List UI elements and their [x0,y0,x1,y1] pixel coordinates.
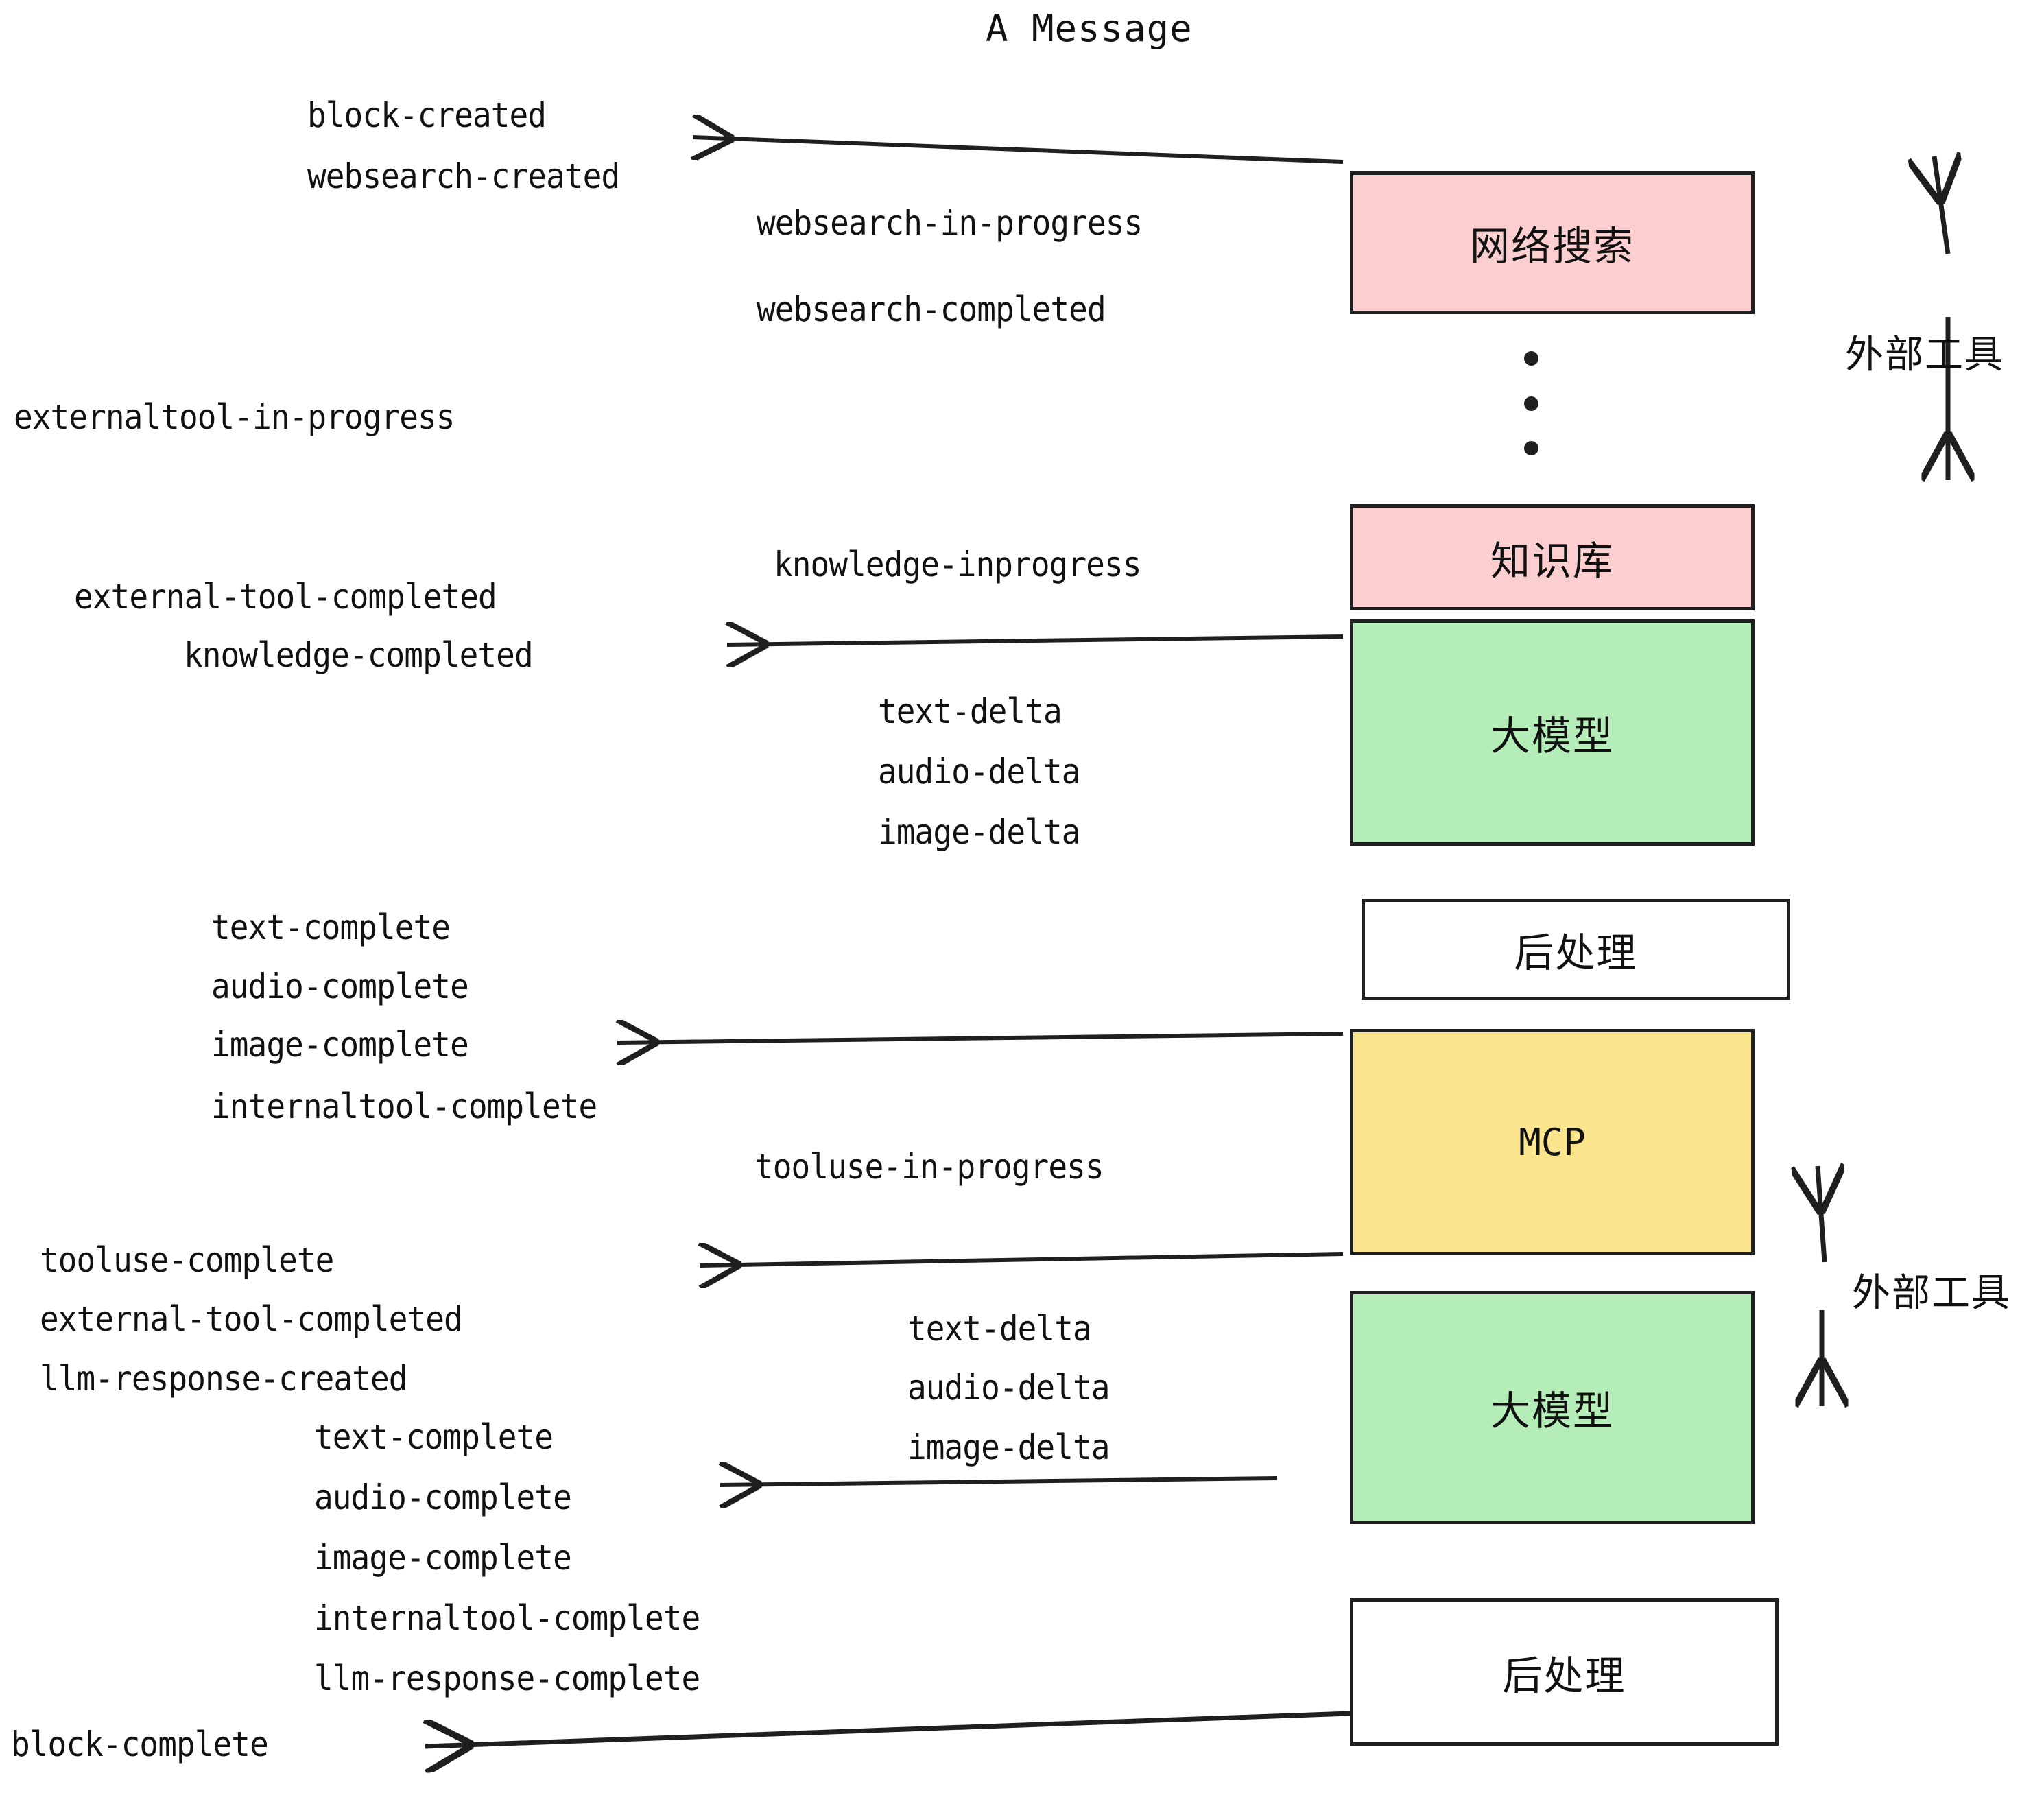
event-audio-complete-1: audio-complete [211,966,469,1006]
arrow-postprocess-to-imagecomplete [617,1034,1344,1043]
arrow-postprocess-to-blockcomplete [425,1711,1351,1746]
arrow-external-tools-bottom-up [1818,1166,1825,1263]
box-knowledge: 知识库 [1350,504,1755,610]
label-external-tools-bottom: 外部工具 [1852,1271,2011,1316]
event-externaltool-in-progress: externaltool-in-progress [14,397,455,437]
event-llm-response-complete: llm-response-complete [314,1659,700,1698]
event-image-complete-1: image-complete [211,1025,469,1065]
event-internaltool-complete-2: internaltool-complete [314,1598,700,1638]
dot-1 [1523,351,1538,366]
box-websearch-label: 网络搜索 [1469,223,1635,270]
box-postprocess-top: 后处理 [1362,899,1790,1000]
box-mcp: MCP [1350,1029,1755,1255]
event-audio-complete-2: audio-complete [314,1477,572,1517]
box-llm-bottom-label: 大模型 [1490,1388,1614,1434]
dot-3 [1523,441,1538,455]
event-block-created: block-created [307,95,547,135]
event-image-delta-2: image-delta [907,1427,1110,1467]
event-external-tool-completed-1: external-tool-completed [74,577,497,617]
box-llm-top: 大模型 [1350,619,1755,846]
event-tooluse-complete: tooluse-complete [40,1240,334,1280]
event-text-complete-1: text-complete [211,907,451,947]
event-audio-delta-2: audio-delta [907,1368,1110,1408]
event-websearch-completed: websearch-completed [757,289,1106,329]
event-image-delta-1: image-delta [878,812,1080,852]
label-external-tools-top: 外部工具 [1845,333,2004,377]
event-image-complete-2: image-complete [314,1538,572,1578]
dot-2 [1523,396,1538,411]
box-llm-top-label: 大模型 [1490,713,1614,759]
event-text-delta-1: text-delta [878,691,1062,731]
arrow-external-tools-top-up [1934,156,1948,254]
arrow-mcp-to-tooluse-complete [700,1254,1344,1266]
event-internaltool-complete-1: internaltool-complete [211,1087,597,1126]
arrow-websearch-to-blockcreated [693,137,1344,164]
box-postprocess-bottom-label: 后处理 [1502,1652,1626,1699]
page-title: A Message [986,7,1193,50]
event-websearch-in-progress: websearch-in-progress [757,203,1143,243]
event-tooluse-in-progress: tooluse-in-progress [754,1147,1104,1187]
box-mcp-label: MCP [1519,1120,1586,1164]
box-postprocess-top-label: 后处理 [1514,929,1638,976]
box-websearch: 网络搜索 [1350,171,1755,314]
ellipsis-dots [1523,351,1539,455]
event-websearch-created: websearch-created [307,156,620,196]
box-knowledge-label: 知识库 [1490,537,1614,584]
arrow-llm-to-audiocomplete [720,1478,1278,1485]
box-llm-bottom: 大模型 [1350,1291,1755,1524]
event-knowledge-inprogress: knowledge-inprogress [774,545,1141,584]
event-external-tool-completed-2: external-tool-completed [40,1299,463,1339]
event-text-delta-2: text-delta [907,1309,1092,1349]
arrow-knowledge-to-completed [727,637,1344,645]
box-postprocess-bottom: 后处理 [1350,1598,1779,1746]
event-llm-response-created: llm-response-created [40,1359,407,1399]
event-audio-delta-1: audio-delta [878,752,1080,792]
event-text-complete-2: text-complete [314,1417,554,1457]
event-knowledge-completed: knowledge-completed [184,635,534,675]
event-block-complete: block-complete [11,1724,269,1764]
